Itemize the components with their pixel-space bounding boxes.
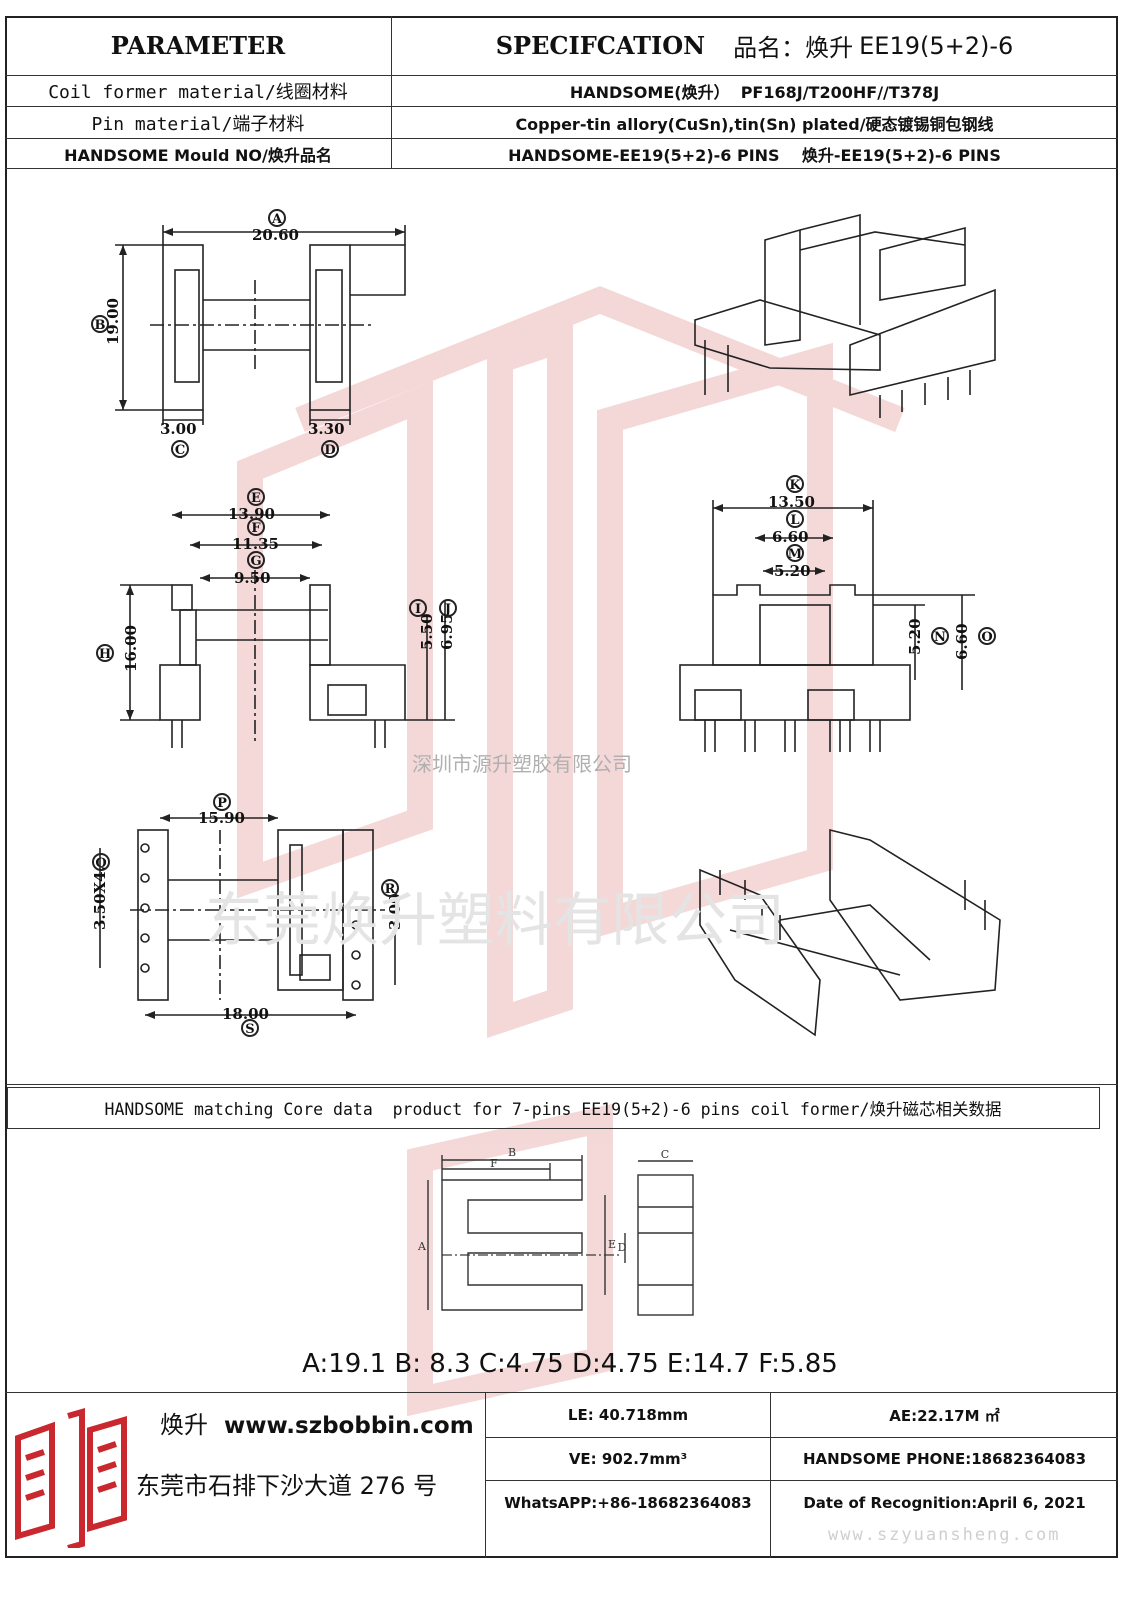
core-data-title-box: HANDSOME matching Core data product for … <box>7 1087 1100 1129</box>
dim-value-d: 3.30 <box>308 420 345 438</box>
circle-letter-h: H <box>96 644 114 662</box>
svg-text:N: N <box>934 630 946 645</box>
footer-ve: VE: 902.7mm³ <box>568 1450 688 1468</box>
dim-value-f: 11.35 <box>232 535 279 553</box>
product-model: EE19(5+2)-6 <box>859 31 1014 60</box>
circle-letter-k: K <box>786 475 804 493</box>
specification-heading: SPECIFCATION 品名：焕升 EE19(5+2)-6 <box>391 16 1118 75</box>
footer-brand-row: 焕升 www.szbobbin.com <box>160 1405 474 1440</box>
svg-text:A: A <box>271 212 283 227</box>
dim-value-r: 3.00 <box>386 893 404 930</box>
footer-whatsapp: WhatsAPP:+86-18682364083 <box>504 1494 752 1512</box>
circle-letter-i: I <box>409 599 427 617</box>
watermark-company-small: 深圳市源升塑胶有限公司 <box>412 752 632 776</box>
core-label-c: C <box>661 1148 669 1161</box>
svg-text:H: H <box>99 647 111 662</box>
circle-letter-o: O <box>978 627 996 645</box>
circle-letter-g: G <box>247 551 265 569</box>
circle-letter-p: P <box>213 793 231 811</box>
svg-text:G: G <box>250 554 261 569</box>
footer-site-watermark: www.szyuansheng.com <box>828 1525 1061 1545</box>
dim-value-p: 15.90 <box>198 809 245 827</box>
param-value-coil-former: HANDSOME(焕升） PF168J/T200HF//T378J <box>569 83 940 102</box>
dim-value-i: 5.50 <box>418 613 436 650</box>
company-logo-icon <box>15 1408 127 1548</box>
dim-value-k: 13.50 <box>768 493 815 511</box>
watermark-company-large: 东莞焕升塑料有限公司 <box>205 886 785 954</box>
footer-address: 东莞市石排下沙大道 276 号 <box>136 1472 438 1500</box>
circle-letter-f: F <box>247 518 265 536</box>
dim-value-c: 3.00 <box>160 420 197 438</box>
param-label-mould-no: HANDSOME Mould NO/焕升品名 <box>64 145 332 165</box>
circle-letter-e: E <box>247 488 265 506</box>
footer-phone: HANDSOME PHONE:18682364083 <box>802 1450 1087 1468</box>
spec-sheet <box>5 16 1118 1558</box>
svg-text:B: B <box>95 318 106 333</box>
svg-text:L: L <box>790 513 799 528</box>
circle-letter-b: B <box>91 315 109 333</box>
circle-letter-l: L <box>786 510 804 528</box>
circle-letter-s: S <box>241 1019 259 1037</box>
dim-value-g: 9.50 <box>234 569 271 587</box>
dim-value-b: 19.00 <box>104 298 122 345</box>
core-label-f: F <box>490 1157 498 1170</box>
parameter-heading: PARAMETER <box>110 31 286 60</box>
core-data-title: HANDSOME matching Core data product for … <box>104 1100 1002 1119</box>
footer-ae: AE:22.17M ㎡ <box>889 1406 1000 1425</box>
core-label-e: E <box>608 1238 616 1251</box>
circle-letter-n: N <box>931 627 949 645</box>
technical-drawing: 20.60 19.00 3.00 3.30 13.90 11.35 9.50 1… <box>91 209 1001 1037</box>
circle-letter-j: J <box>439 599 457 617</box>
product-name-label: 品名：焕升 <box>733 34 854 62</box>
circle-letter-r: R <box>381 879 399 897</box>
svg-text:Q: Q <box>95 856 106 871</box>
circle-letter-d: D <box>321 440 339 458</box>
footer-date: Date of Recognition:April 6, 2021 <box>803 1494 1086 1512</box>
svg-text:R: R <box>385 882 396 897</box>
dim-value-q: 3.50X4 <box>91 871 109 930</box>
footer-website-link[interactable]: www.szbobbin.com <box>224 1413 474 1439</box>
svg-text:M: M <box>788 547 802 562</box>
dim-value-s: 18.00 <box>222 1005 269 1023</box>
dim-value-a: 20.60 <box>252 226 299 244</box>
param-label-coil-former: Coil former material/线圈材料 <box>48 82 348 103</box>
svg-text:I: I <box>415 602 421 617</box>
dim-value-j: 6.95 <box>438 613 456 650</box>
svg-text:D: D <box>324 443 335 458</box>
svg-text:P: P <box>217 796 227 811</box>
core-label-b: B <box>508 1146 516 1159</box>
svg-text:O: O <box>981 630 992 645</box>
svg-text:K: K <box>789 478 801 493</box>
footer-brand: 焕升 <box>160 1411 208 1439</box>
svg-text:E: E <box>251 491 261 506</box>
svg-text:F: F <box>251 521 261 536</box>
circle-letter-a: A <box>268 209 286 227</box>
circle-letter-c: C <box>171 440 189 458</box>
core-dimensions: A:19.1 B: 8.3 C:4.75 D:4.75 E:14.7 F:5.8… <box>302 1349 838 1379</box>
specification-label: SPECIFCATION <box>495 31 706 60</box>
footer-le: LE: 40.718mm <box>567 1406 689 1424</box>
core-label-d: D <box>618 1241 627 1254</box>
svg-text:J: J <box>444 602 451 617</box>
dim-value-m: 5.20 <box>774 562 811 580</box>
dim-value-h: 16.00 <box>122 625 140 672</box>
param-value-mould-no: HANDSOME-EE19(5+2)-6 PINS 焕升-EE19(5+2)-6… <box>508 145 1001 165</box>
dim-value-n: 5.20 <box>906 618 924 655</box>
svg-text:C: C <box>175 443 185 458</box>
dim-value-l: 6.60 <box>772 528 809 546</box>
circle-letter-m: M <box>786 544 804 562</box>
param-label-pin-material: Pin material/端子材料 <box>91 113 305 135</box>
dim-value-e: 13.90 <box>228 505 275 523</box>
core-drawing: B F C A E D <box>417 1146 694 1316</box>
svg-text:S: S <box>245 1022 254 1037</box>
core-label-a: A <box>417 1240 427 1253</box>
dim-value-o: 6.60 <box>953 623 971 660</box>
circle-letter-q: Q <box>92 853 110 871</box>
param-value-pin-material: Copper-tin allory(CuSn),tin(Sn) plated/硬… <box>515 114 994 134</box>
